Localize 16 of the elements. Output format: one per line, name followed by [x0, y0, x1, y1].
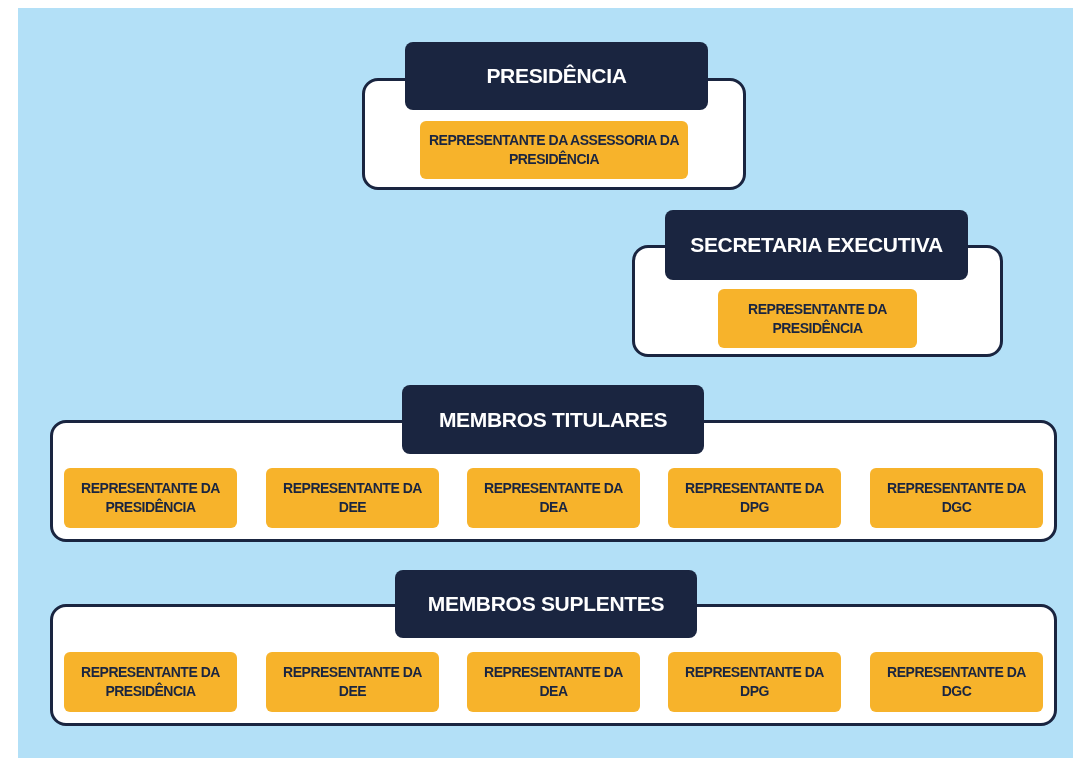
group-heading: SECRETARIA EXECUTIVA	[665, 210, 968, 280]
member-box: REPRESENTANTE DA DEE	[266, 468, 439, 528]
member-box: REPRESENTANTE DA DEE	[266, 652, 439, 712]
member-box: REPRESENTANTE DA DPG	[668, 468, 841, 528]
group-heading: MEMBROS TITULARES	[402, 385, 704, 454]
member-box: REPRESENTANTE DA PRESIDÊNCIA	[64, 652, 237, 712]
member-box: REPRESENTANTE DA DGC	[870, 468, 1043, 528]
group-heading: MEMBROS SUPLENTES	[395, 570, 697, 638]
member-box: REPRESENTANTE DA DPG	[668, 652, 841, 712]
member-box: REPRESENTANTE DA PRESIDÊNCIA	[718, 289, 917, 348]
member-box: REPRESENTANTE DA ASSESSORIA DA PRESIDÊNCIA	[420, 121, 688, 179]
member-box: REPRESENTANTE DA DEA	[467, 652, 640, 712]
member-box: REPRESENTANTE DA DEA	[467, 468, 640, 528]
group-heading: PRESIDÊNCIA	[405, 42, 708, 110]
member-box: REPRESENTANTE DA DGC	[870, 652, 1043, 712]
member-box: REPRESENTANTE DA PRESIDÊNCIA	[64, 468, 237, 528]
